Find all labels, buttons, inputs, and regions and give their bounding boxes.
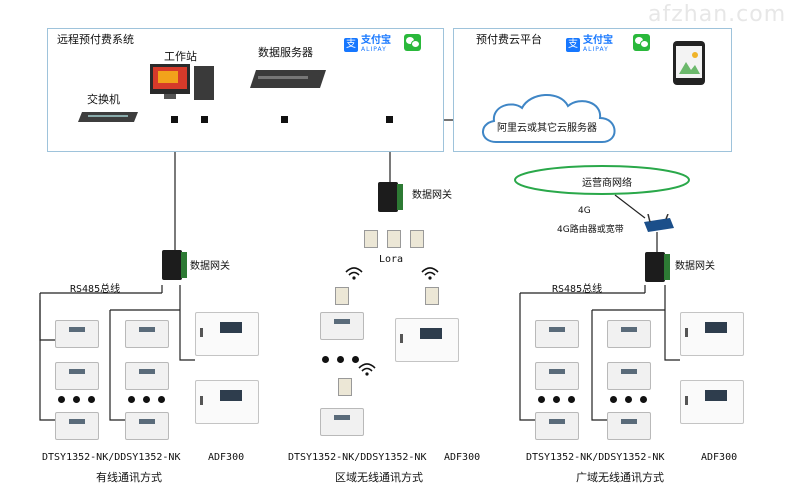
- wired-adf-model: ADF300: [208, 452, 245, 463]
- ellipsis-dots: [610, 396, 647, 403]
- cloud-label: 阿里云或其它云服务器: [497, 123, 597, 134]
- ellipsis-dots: [538, 396, 575, 403]
- watermark: afzhan.com: [648, 2, 787, 27]
- adf300-meter: [195, 312, 259, 356]
- router-label: 4G路由器或宽带: [557, 225, 624, 235]
- junction-node: [281, 116, 288, 123]
- din-meter: [125, 362, 169, 390]
- wide-gateway-icon: [645, 252, 670, 282]
- lora-label: Lora: [379, 254, 404, 265]
- carrier-network-label: 运营商网络: [582, 178, 632, 189]
- din-meter: [535, 362, 579, 390]
- workstation-label: 工作站: [164, 50, 197, 63]
- din-meter: [55, 362, 99, 390]
- tablet-icon: [673, 41, 705, 85]
- wired-gateway-label: 数据网关: [190, 261, 230, 272]
- wide-gateway-label: 数据网关: [675, 261, 715, 272]
- din-meter: [607, 362, 651, 390]
- adf300-meter: [395, 318, 459, 362]
- din-meter: [607, 412, 651, 440]
- lora-gateway-icon: [378, 182, 403, 212]
- wide-meter-models: DTSY1352-NK/DDSY1352-NK: [526, 452, 665, 463]
- din-meter: [320, 408, 364, 436]
- workstation-icon: [150, 64, 214, 100]
- local-system-title: 远程预付费系统: [57, 33, 134, 46]
- data-server-icon: [250, 70, 326, 88]
- data-server-label: 数据服务器: [258, 46, 313, 59]
- ellipsis-dots: [58, 396, 95, 403]
- lora-gateway-label: 数据网关: [412, 190, 452, 201]
- lora-caption: 区域无线通讯方式: [335, 471, 423, 484]
- lora-sensor: [387, 230, 401, 248]
- router-icon: [644, 214, 674, 232]
- wide-bus-label: RS485总线: [552, 284, 603, 295]
- cloud-platform-title: 预付费云平台: [476, 33, 542, 46]
- wired-meter-models: DTSY1352-NK/DDSY1352-NK: [42, 452, 181, 463]
- lora-adf-model: ADF300: [444, 452, 481, 463]
- wired-gateway-icon: [162, 250, 187, 280]
- wireless-signal-icon: [421, 267, 439, 280]
- din-meter: [607, 320, 651, 348]
- adf300-meter: [195, 380, 259, 424]
- switch-label: 交换机: [87, 93, 120, 106]
- lora-meter-models: DTSY1352-NK/DDSY1352-NK: [288, 452, 427, 463]
- wide-adf-model: ADF300: [701, 452, 738, 463]
- ellipsis-dots: [322, 356, 359, 363]
- wired-bus-label: RS485总线: [70, 284, 121, 295]
- carrier-network-ellipse: [514, 165, 690, 195]
- wireless-signal-icon: [358, 363, 376, 376]
- din-meter: [535, 320, 579, 348]
- switch-icon: [78, 112, 138, 122]
- din-meter: [320, 312, 364, 340]
- wide-caption: 广域无线通讯方式: [576, 471, 664, 484]
- adf300-meter: [680, 380, 744, 424]
- lora-module: [425, 287, 439, 305]
- lora-sensor: [410, 230, 424, 248]
- wired-caption: 有线通讯方式: [96, 471, 162, 484]
- cloud-wechat-icon: [633, 34, 650, 51]
- adf300-meter: [680, 312, 744, 356]
- ellipsis-dots: [128, 396, 165, 403]
- lora-sensor: [364, 230, 378, 248]
- wireless-signal-icon: [345, 267, 363, 280]
- junction-node: [201, 116, 208, 123]
- cloud-icon: [482, 93, 616, 143]
- router-4g-label: 4G: [578, 206, 591, 216]
- junction-node: [171, 116, 178, 123]
- junction-node: [386, 116, 393, 123]
- lora-module: [335, 287, 349, 305]
- din-meter: [55, 412, 99, 440]
- lora-module: [338, 378, 352, 396]
- local-system-box: [47, 28, 444, 152]
- din-meter: [125, 412, 169, 440]
- local-wechat-icon: [404, 34, 421, 51]
- din-meter: [535, 412, 579, 440]
- din-meter: [125, 320, 169, 348]
- din-meter: [55, 320, 99, 348]
